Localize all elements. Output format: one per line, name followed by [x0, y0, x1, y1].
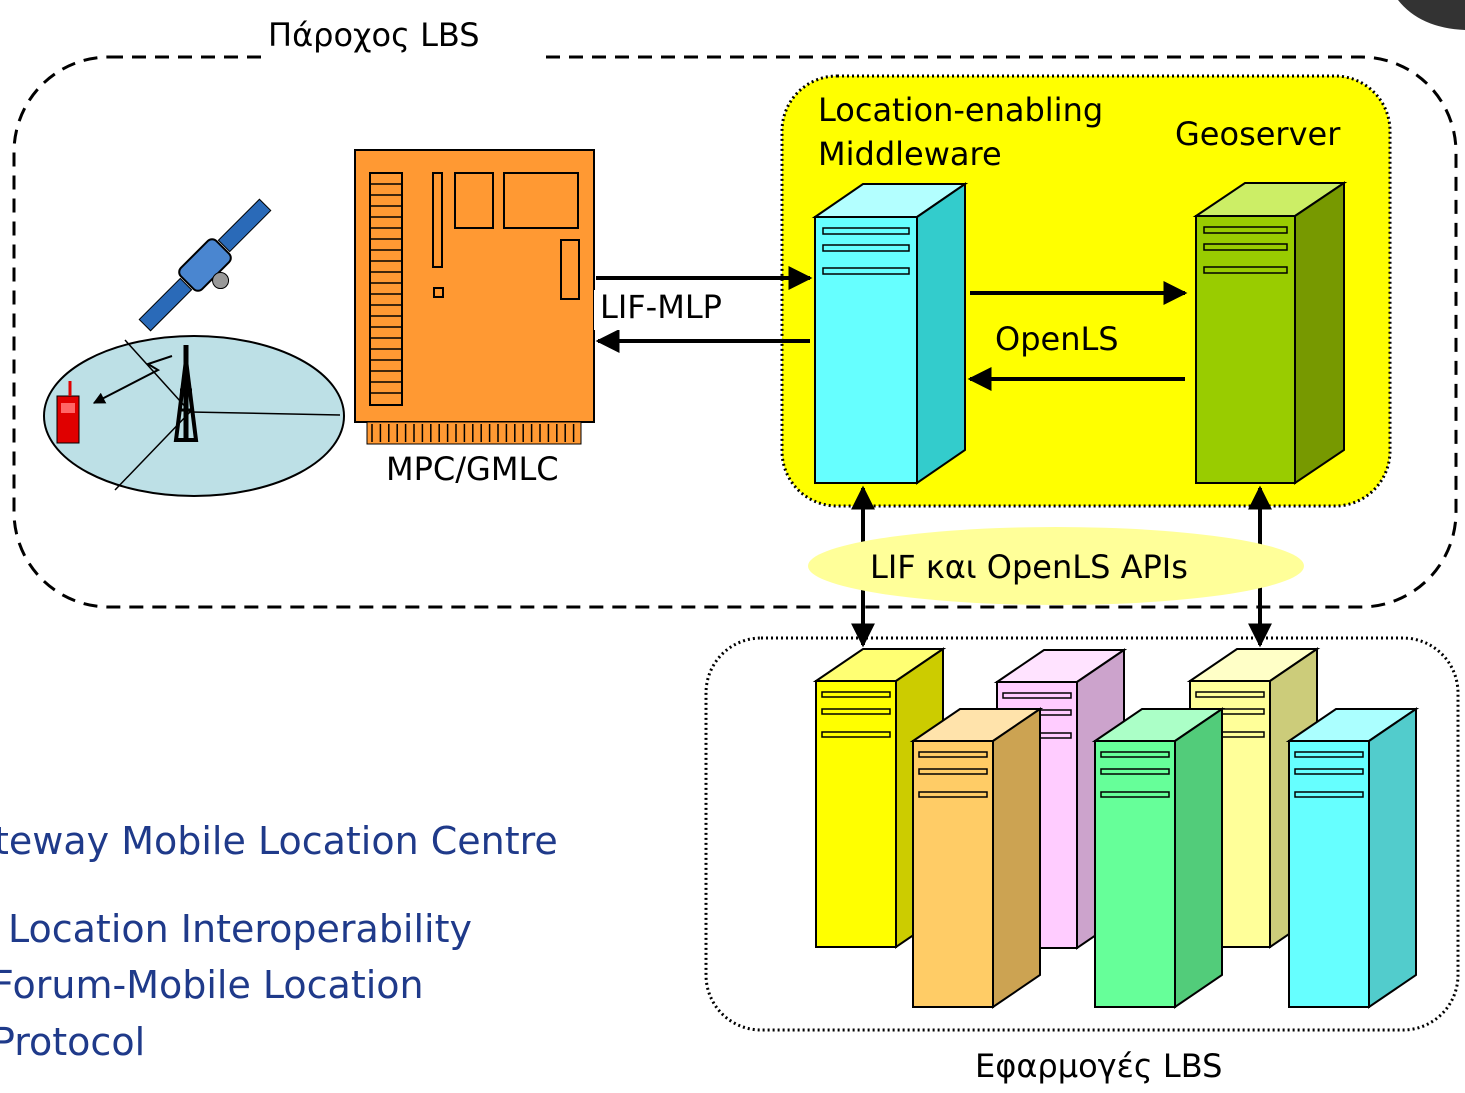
app-server-icon [909, 707, 1044, 1009]
applications-label: Εφαρμογές LBS [975, 1047, 1222, 1085]
openls-label: OpenLS [995, 320, 1119, 358]
note-line-4: Protocol [0, 1020, 145, 1064]
middleware-label-line1: Location-enabling [818, 91, 1103, 129]
geoserver-label: Geoserver [1175, 115, 1341, 153]
logo-emblem [1398, 0, 1465, 30]
middleware-label-line2: Middleware [818, 135, 1002, 173]
apis-label: LIF και OpenLS APIs [870, 548, 1188, 586]
circuit-board-icon [354, 149, 595, 445]
mpc-gmlc-label: MPC/GMLC [386, 450, 559, 488]
satellite-icon [138, 198, 272, 332]
note-line-1: teway Mobile Location Centre [0, 819, 558, 863]
note-line-3: Forum-Mobile Location [0, 963, 424, 1007]
app-server-icon [1285, 707, 1420, 1009]
provider-region [12, 55, 1458, 609]
geoserver-server-icon [1192, 181, 1348, 485]
provider-label: Πάροχος LBS [268, 16, 480, 54]
signal-bolt [92, 355, 173, 404]
apis-ellipse [808, 527, 1304, 605]
cell-tower-icon [173, 345, 199, 442]
note-line-2: Location Interoperability [8, 907, 472, 951]
applications-region [704, 636, 1460, 1032]
board-connector-lines [370, 183, 575, 442]
app-server-icon [1091, 707, 1226, 1009]
application-servers [812, 647, 1420, 1009]
lif-mlp-label: LIF-MLP [600, 288, 722, 326]
middleware-server-icon [811, 182, 969, 485]
mobile-phone-icon [56, 381, 80, 444]
